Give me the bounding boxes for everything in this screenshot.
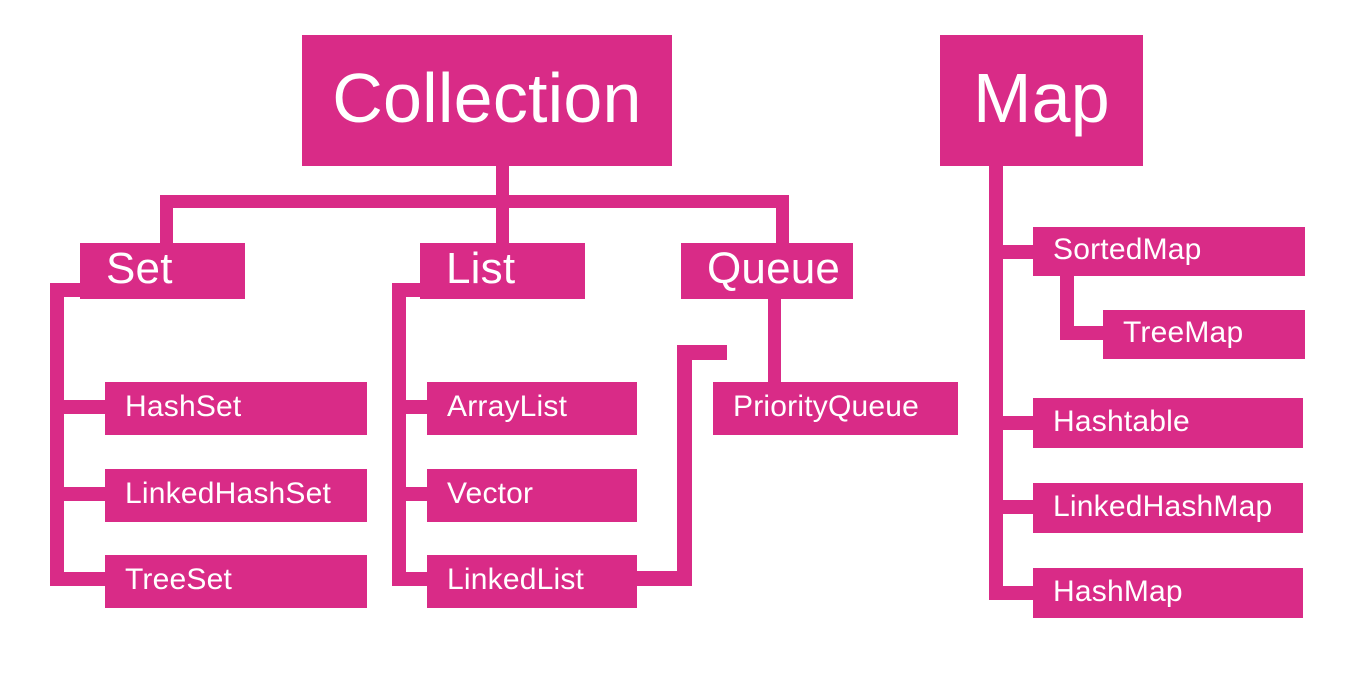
connector-linkedlist-to-priorityqueue-horizontal-upper bbox=[677, 345, 727, 360]
node-priorityqueue[interactable]: PriorityQueue bbox=[713, 382, 958, 435]
connector-map-to-linkedhashmap bbox=[989, 500, 1045, 514]
node-treemap[interactable]: TreeMap bbox=[1103, 310, 1305, 359]
connector-map-to-hashmap bbox=[989, 586, 1045, 600]
node-hashtable[interactable]: Hashtable bbox=[1033, 398, 1303, 448]
node-map[interactable]: Map bbox=[940, 35, 1143, 166]
connector-linkedlist-to-priorityqueue-vertical bbox=[677, 345, 692, 586]
node-set[interactable]: Set bbox=[80, 243, 245, 299]
connector-set-trunk bbox=[50, 283, 64, 586]
connector-map-to-sortedmap bbox=[989, 245, 1045, 259]
node-arraylist[interactable]: ArrayList bbox=[427, 382, 637, 435]
node-treeset[interactable]: TreeSet bbox=[105, 555, 367, 608]
connector-set-to-hashset bbox=[50, 400, 112, 414]
node-list[interactable]: List bbox=[420, 243, 585, 299]
node-sortedmap[interactable]: SortedMap bbox=[1033, 227, 1305, 276]
node-hashmap[interactable]: HashMap bbox=[1033, 568, 1303, 618]
connector-sortedmap-to-treemap-vertical bbox=[1060, 275, 1074, 340]
node-vector[interactable]: Vector bbox=[427, 469, 637, 522]
connector-collection-to-set bbox=[160, 195, 173, 245]
node-linkedlist[interactable]: LinkedList bbox=[427, 555, 637, 608]
node-linkedhashset[interactable]: LinkedHashSet bbox=[105, 469, 367, 522]
connector-set-to-treeset bbox=[50, 572, 112, 586]
connector-list-trunk bbox=[392, 283, 406, 586]
connector-map-to-hashtable bbox=[989, 416, 1045, 430]
connector-queue-stem bbox=[768, 298, 781, 386]
connector-collection-bus bbox=[160, 195, 789, 208]
node-collection[interactable]: Collection bbox=[302, 35, 672, 166]
connector-map-trunk bbox=[989, 166, 1003, 600]
connector-set-to-linkedhashset bbox=[50, 487, 112, 501]
node-queue[interactable]: Queue bbox=[681, 243, 853, 299]
connector-collection-to-list bbox=[496, 195, 509, 245]
node-linkedhashmap[interactable]: LinkedHashMap bbox=[1033, 483, 1303, 533]
connector-collection-to-queue bbox=[776, 195, 789, 245]
node-hashset[interactable]: HashSet bbox=[105, 382, 367, 435]
